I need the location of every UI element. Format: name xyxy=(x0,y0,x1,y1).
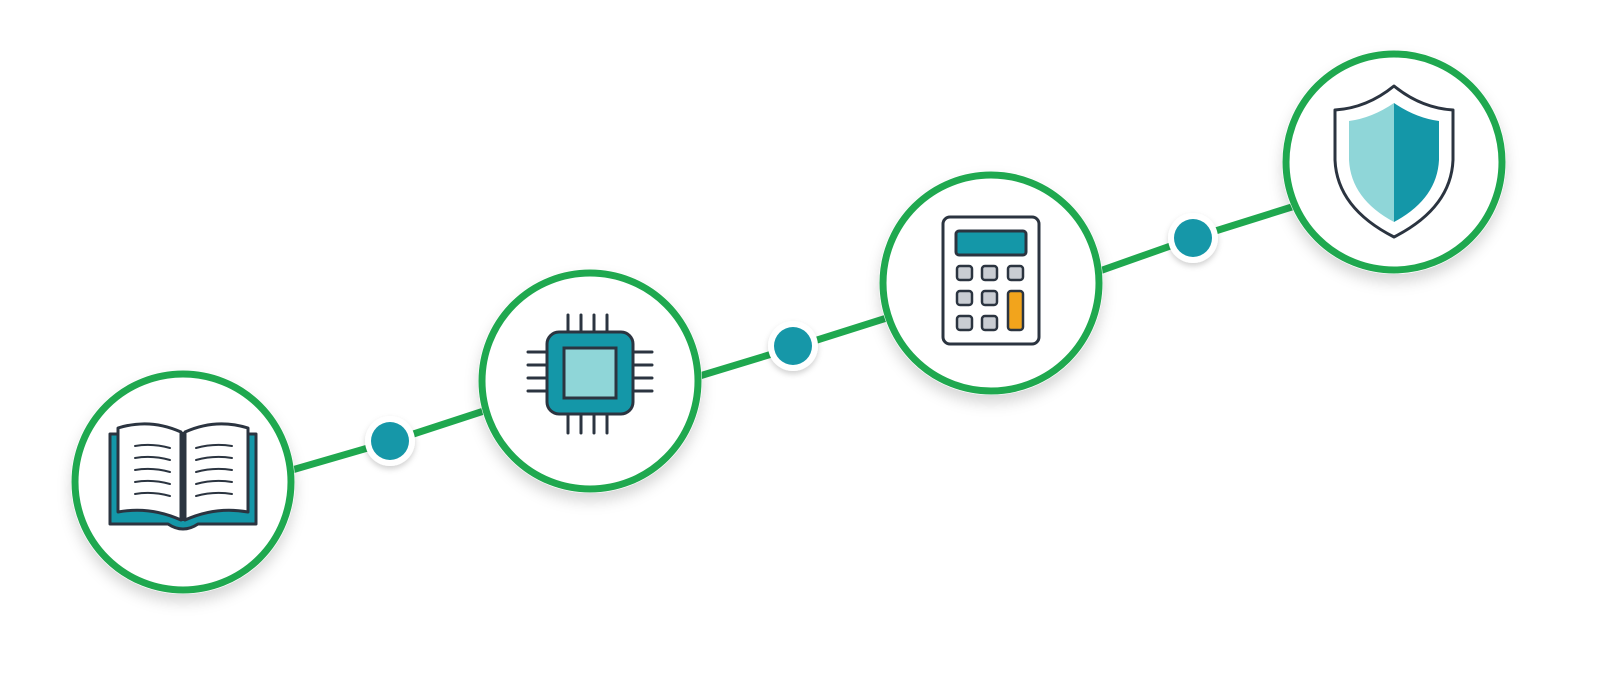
step-node-1 xyxy=(71,370,295,594)
step-node-2 xyxy=(478,269,702,493)
open-book-icon xyxy=(108,422,258,531)
step-node-3 xyxy=(879,171,1103,395)
calculator-icon xyxy=(941,215,1041,346)
step-node-4 xyxy=(1282,50,1506,274)
shield-icon xyxy=(1333,84,1455,239)
cpu-chip-icon xyxy=(526,313,654,435)
connector-dots xyxy=(365,213,1218,466)
connector-dot xyxy=(768,321,818,371)
connector-dot xyxy=(1168,213,1218,263)
connector-dot xyxy=(365,416,415,466)
